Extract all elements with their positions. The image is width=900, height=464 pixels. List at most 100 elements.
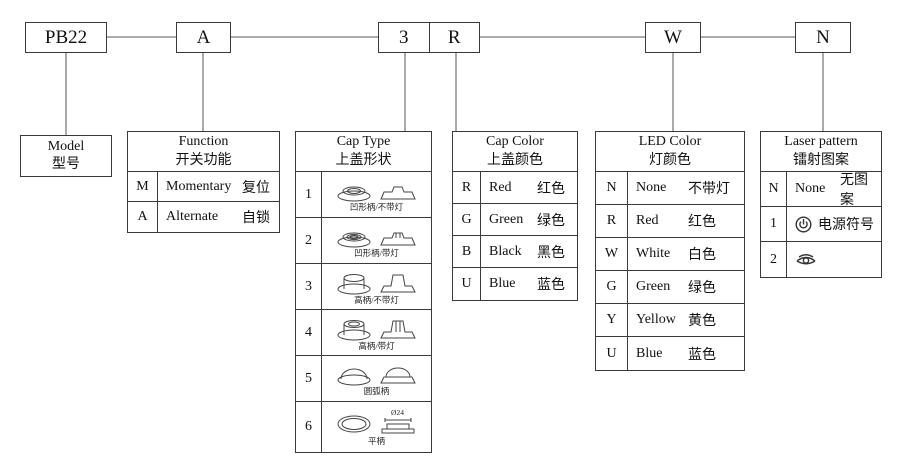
led-label-zh: 黄色 (688, 314, 716, 329)
color-label-zh: 蓝色 (537, 278, 565, 293)
cap-type-title-en: Cap Type (336, 134, 391, 150)
cap-color-table-header: Cap Color 上盖颜色 (453, 132, 577, 172)
code-cell: 5 (296, 356, 322, 401)
model-title-en: Model (47, 138, 85, 154)
led-label-zh: 不带灯 (688, 182, 730, 197)
led-label-en: None (636, 180, 667, 195)
diameter-dimension-label: Ø24 (391, 408, 404, 418)
function-label-zh: 自锁 (242, 211, 270, 226)
code-cell: 3 (296, 264, 322, 309)
cap-type-row-5: 5 圆弧柄 (296, 356, 431, 402)
cap-color-code: R (428, 23, 480, 52)
cap-sketch-recessed-lit-side (379, 232, 416, 246)
cap-type-row-1: 1 凹形柄/不带灯 (296, 172, 431, 218)
cap-sketch-flat-iso (337, 415, 370, 433)
code-cell: G (453, 204, 481, 235)
color-label-zh: 黑色 (537, 245, 565, 261)
color-label-zh: 绿色 (537, 213, 565, 229)
cap-sketch-tall-lit-iso (337, 319, 370, 341)
code-cell: 2 (296, 218, 322, 263)
cap-type-row-2: 2 凹形柄/带灯 (296, 218, 431, 264)
cap-type-caption: 凹形柄/带灯 (354, 247, 399, 258)
model-title-zh: 型号 (52, 157, 80, 172)
laser-label-zh: 电源符号 (818, 218, 874, 233)
color-label-en: Red (489, 179, 512, 195)
code-cell: 6 (296, 402, 322, 452)
cap-sketch-flat-side (381, 417, 414, 434)
color-label-en: Green (489, 211, 524, 227)
function-label-zh: 复位 (242, 180, 270, 196)
power-icon (795, 215, 812, 233)
led-label-zh: 红色 (688, 215, 716, 230)
led-color-row-blue: U Blue 蓝色 (596, 337, 744, 370)
led-label-zh: 绿色 (688, 281, 716, 296)
code-cell: N (596, 172, 628, 204)
code-cell: 1 (761, 207, 787, 241)
function-title-en: Function (178, 134, 229, 150)
led-label-zh: 白色 (688, 248, 716, 263)
cap-sketch-recessed-lit-iso (337, 232, 370, 248)
function-label-en: Alternate (166, 209, 219, 224)
code-cell: Y (596, 304, 628, 336)
color-label-zh: 红色 (537, 181, 565, 197)
code-cell: U (596, 337, 628, 370)
cap-type-row-6: 6 Ø24 平柄 (296, 402, 431, 452)
cap-type-caption: 高柄/不带灯 (354, 294, 399, 305)
cap-type-row-4: 4 高柄/带灯 (296, 310, 431, 356)
cap-type-caption: 圆弧柄 (363, 385, 390, 396)
cap-sketch-dome-iso (337, 368, 370, 386)
code-cell: N (761, 172, 787, 206)
laser-row-power: 1 电源符号 (761, 207, 881, 242)
laser-code: N (816, 26, 830, 48)
cap-type-table-header: Cap Type 上盖形状 (296, 132, 431, 172)
code-cell: A (128, 202, 158, 232)
laser-row-eye: 2 (761, 242, 881, 277)
led-color-title-en: LED Color (638, 134, 702, 150)
cap-sketch-tall-unlit-iso (337, 273, 370, 295)
function-code-box: A (176, 22, 231, 53)
led-label-en: White (636, 246, 671, 261)
code-cell: 4 (296, 310, 322, 355)
code-cell: 1 (296, 172, 322, 217)
model-code-box: PB22 (25, 22, 107, 53)
function-label-en: Momentary (166, 178, 232, 194)
laser-label-en: None (795, 181, 826, 196)
cap-color-title-zh: 上盖颜色 (487, 152, 543, 168)
led-label-zh: 蓝色 (688, 347, 716, 363)
code-cell: U (453, 268, 481, 300)
model-table: Model 型号 (20, 135, 112, 177)
laser-pattern-table-header: Laser pattern 镭射图案 (761, 132, 881, 172)
function-row-momentary: M Momentary 复位 (128, 172, 279, 202)
cap-color-row-blue: U Blue 蓝色 (453, 268, 577, 300)
code-cell: M (128, 172, 158, 201)
cap-sketch-recessed-unlit-iso (337, 186, 370, 202)
color-label-en: Blue (489, 276, 516, 291)
cap-type-row-3: 3 高柄/不带灯 (296, 264, 431, 310)
function-code: A (196, 26, 211, 48)
cap-type-table: Cap Type 上盖形状 1 凹形柄/不带灯 2 (295, 131, 432, 453)
eye-icon (795, 253, 817, 267)
led-color-table-header: LED Color 灯颜色 (596, 132, 744, 172)
cap-color-row-green: G Green 绿色 (453, 204, 577, 236)
code-cell: 2 (761, 242, 787, 277)
cap-type-title-zh: 上盖形状 (335, 152, 392, 168)
led-color-code: W (664, 26, 682, 48)
cap-color-title-en: Cap Color (486, 134, 544, 150)
color-label-en: Black (489, 243, 522, 259)
led-color-title-zh: 灯颜色 (649, 152, 691, 168)
cap-code-box: 3 R (378, 22, 480, 53)
code-cell: R (453, 172, 481, 203)
laser-code-box: N (795, 22, 851, 53)
led-label-en: Blue (636, 345, 663, 361)
led-label-en: Red (636, 213, 659, 228)
cap-sketch-recessed-unlit-side (379, 186, 416, 200)
